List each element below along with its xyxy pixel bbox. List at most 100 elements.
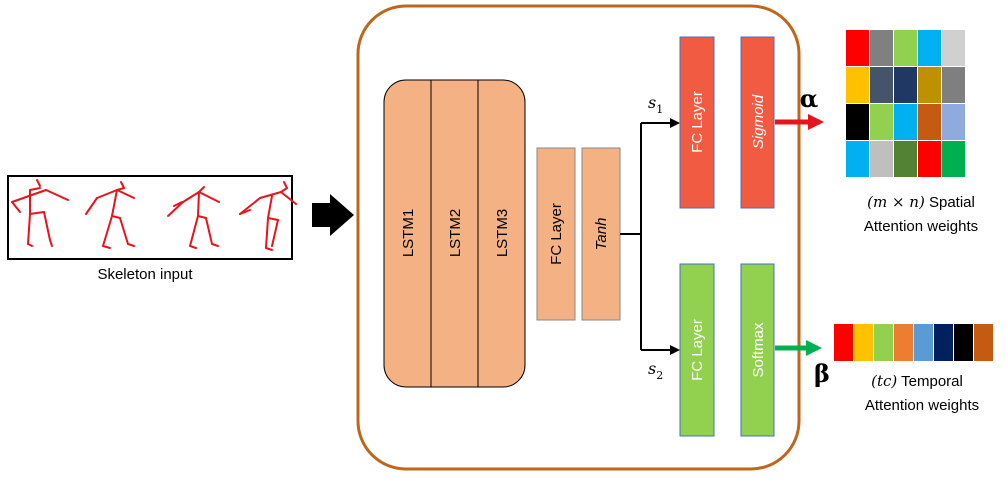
skeleton-bone: [211, 243, 219, 247]
skeleton-bone: [127, 243, 135, 247]
shared-fc-layer: [536, 147, 576, 321]
skeleton-bone: [116, 187, 125, 191]
spatial-weight-cell: [918, 104, 941, 140]
tanh-label: Tanh: [593, 218, 610, 251]
skeleton-bone: [36, 179, 41, 187]
skeleton-bone: [102, 245, 111, 249]
skeleton-bone: [111, 215, 121, 219]
spatial-caption-line1: (m × n) Spatial: [867, 193, 975, 211]
shared-fc-label: FC Layer: [548, 203, 565, 265]
skeleton-bone: [259, 191, 282, 199]
lstm3-label: LSTM3: [494, 209, 511, 257]
skeleton-bone: [29, 211, 45, 215]
lstm1-label: LSTM1: [400, 209, 417, 257]
spatial-caption-line2: Attention weights: [864, 218, 978, 235]
skeleton-bone: [267, 195, 273, 219]
s2-label: s2: [648, 359, 663, 382]
spatial-fc-layer: [679, 36, 715, 209]
spatial-weight-cell: [894, 104, 917, 140]
lstm2-label: LSTM2: [447, 209, 464, 257]
spatial-weight-cell: [846, 67, 869, 103]
skeleton-bone: [120, 181, 125, 189]
network-container: [356, 4, 801, 471]
skeleton-bone: [111, 189, 118, 217]
skeleton-bone: [43, 211, 51, 241]
softmax-layer: [740, 263, 775, 437]
spatial-weight-cell: [870, 67, 893, 103]
spatial-weight-cell: [942, 67, 965, 103]
spatial-weight-cell: [942, 141, 965, 177]
skeleton-figure: [239, 181, 297, 251]
spatial-weight-cell: [870, 30, 893, 66]
skeleton-bone: [239, 197, 261, 215]
temporal-caption-line2: Attention weights: [865, 397, 979, 414]
alpha-symbol: α: [800, 84, 818, 113]
temporal-weight-cell: [954, 324, 973, 361]
spatial-weight-cell: [894, 67, 917, 103]
spatial-weight-cell: [918, 30, 941, 66]
spatial-weight-cell: [918, 67, 941, 103]
s1-label: s1: [648, 93, 663, 116]
temporal-weight-cell: [974, 324, 993, 361]
skeleton-bone: [45, 189, 69, 201]
skeleton-bone: [283, 181, 288, 189]
tanh-layer: [581, 147, 621, 321]
temporal-weight-cell: [854, 324, 873, 361]
temporal-fc-label: FC Layer: [689, 319, 706, 381]
skeleton-bone: [102, 215, 113, 247]
skeleton-bone: [27, 243, 33, 247]
skeleton-bone: [198, 186, 205, 193]
skeleton-frame: [7, 175, 293, 260]
sigmoid-layer: [740, 36, 775, 209]
skeleton-bone: [198, 191, 220, 203]
sigmoid-label: Sigmoid: [750, 94, 767, 149]
spatial-fc-label: FC Layer: [689, 91, 706, 153]
skeleton-bone: [167, 201, 184, 217]
skeleton-bone: [271, 219, 279, 247]
skeleton-bone: [119, 217, 129, 245]
lstm-stack: LSTM1 LSTM2 LSTM3: [383, 79, 526, 388]
skeleton-bone: [265, 217, 269, 249]
lstm-block-frame: [383, 79, 526, 388]
spatial-weight-cell: [942, 104, 965, 140]
skeleton-bone: [205, 217, 213, 245]
skeleton-bone: [49, 239, 53, 247]
skeleton-bone: [280, 187, 288, 193]
skeleton-bone: [85, 197, 98, 215]
skeleton-bone: [96, 189, 118, 199]
spatial-weight-cell: [870, 141, 893, 177]
beta-symbol: β: [814, 359, 830, 388]
temporal-weight-cell: [914, 324, 933, 361]
skeleton-figure: [11, 179, 69, 247]
spatial-weight-cell: [846, 104, 869, 140]
temporal-attention-bar: [834, 324, 993, 361]
skeleton-bone: [29, 187, 41, 191]
skeleton-panel: [7, 175, 297, 260]
input-arrow: [312, 194, 354, 236]
skeleton-figure: [85, 181, 135, 249]
temporal-weight-cell: [874, 324, 893, 361]
spatial-weight-cell: [870, 104, 893, 140]
skeleton-input-label: Skeleton input: [97, 266, 193, 283]
spatial-weight-cell: [846, 141, 869, 177]
spatial-weight-cell: [894, 141, 917, 177]
temporal-weight-cell: [834, 324, 853, 361]
skeleton-bone: [11, 201, 21, 213]
temporal-weight-cell: [934, 324, 953, 361]
skeleton-bone: [27, 213, 31, 245]
skeleton-bone: [267, 217, 279, 221]
skeleton-figure: [167, 186, 220, 249]
skeleton-bone: [182, 191, 200, 203]
spatial-attention-grid: [846, 30, 965, 177]
skeleton-bone: [189, 245, 197, 249]
temporal-weight-cell: [894, 324, 913, 361]
temporal-fc-layer: [679, 263, 715, 437]
skeleton-bone: [280, 191, 297, 205]
skeleton-bone: [197, 215, 207, 219]
skeleton-figures: [11, 179, 297, 251]
skeleton-bone: [189, 215, 199, 247]
skeleton-bone: [239, 209, 251, 215]
spatial-weight-cell: [846, 30, 869, 66]
